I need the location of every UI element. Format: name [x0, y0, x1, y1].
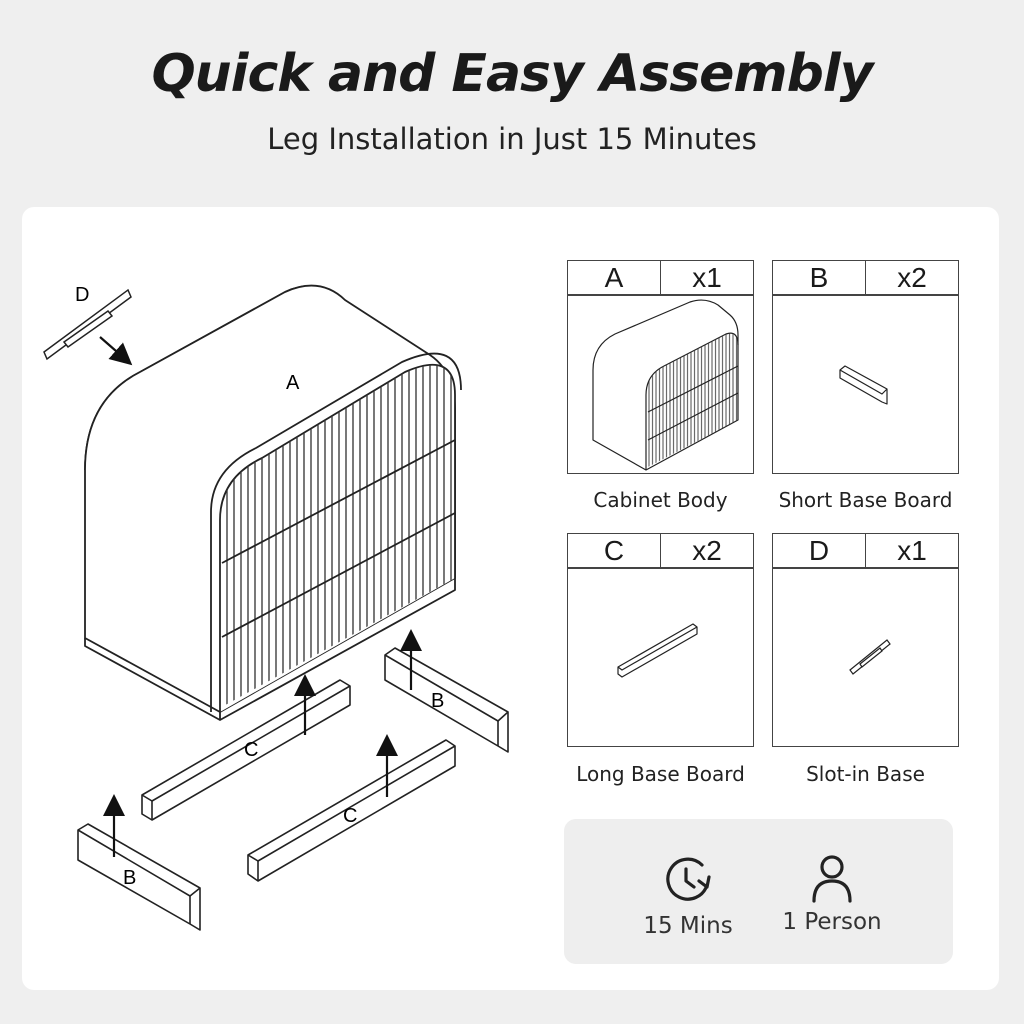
clock-icon	[666, 857, 711, 901]
page-title: Quick and Easy Assembly	[151, 44, 873, 104]
label-b-left: B	[123, 867, 136, 889]
label-c-lower: C	[343, 805, 357, 827]
label-c-upper: C	[244, 739, 258, 761]
part-header-c: C x2	[567, 533, 754, 569]
stat-people-label: 1 Person	[782, 909, 882, 935]
short-base-board-left	[77, 823, 201, 931]
stat-time: 15 Mins	[628, 853, 748, 939]
assembly-stats-panel: 15 Mins 1 Person	[564, 819, 953, 964]
label-d: D	[75, 284, 89, 306]
label-a: A	[286, 372, 300, 394]
long-board-thumbnail	[617, 623, 698, 678]
slot-in-base-drawing	[43, 288, 132, 361]
stat-time-label: 15 Mins	[643, 913, 733, 939]
short-board-thumbnail	[839, 365, 888, 405]
stat-people: 1 Person	[772, 853, 892, 935]
part-name: Short Base Board	[778, 488, 953, 512]
short-base-board-right	[384, 647, 509, 753]
part-letter: A	[604, 262, 624, 293]
part-header-a: A x1	[567, 260, 754, 296]
part-header-b: B x2	[772, 260, 959, 296]
long-base-board-lower	[247, 739, 456, 882]
part-header-d: D x1	[772, 533, 959, 569]
person-icon	[812, 855, 852, 903]
part-qty: x2	[865, 261, 958, 295]
cabinet-body-drawing	[84, 284, 462, 721]
part-image-box	[567, 567, 754, 747]
part-letter: C	[603, 535, 625, 566]
part-name: Cabinet Body	[593, 488, 728, 512]
part-image-box	[567, 294, 754, 474]
arrow-d	[99, 336, 133, 366]
part-image-box	[772, 567, 959, 747]
part-image-box	[772, 294, 959, 474]
slot-base-thumbnail	[849, 639, 891, 675]
label-b-right: B	[431, 690, 444, 712]
cabinet-thumbnail	[592, 299, 739, 471]
long-base-board-upper	[141, 679, 351, 821]
part-qty: x2	[660, 534, 753, 568]
page-subtitle: Leg Installation in Just 15 Minutes	[267, 122, 757, 156]
part-qty: x1	[660, 261, 753, 295]
part-letter: D	[808, 535, 830, 566]
part-name: Slot-in Base	[806, 762, 925, 786]
part-letter: B	[809, 262, 829, 293]
part-qty: x1	[865, 534, 958, 568]
part-name: Long Base Board	[576, 762, 745, 786]
